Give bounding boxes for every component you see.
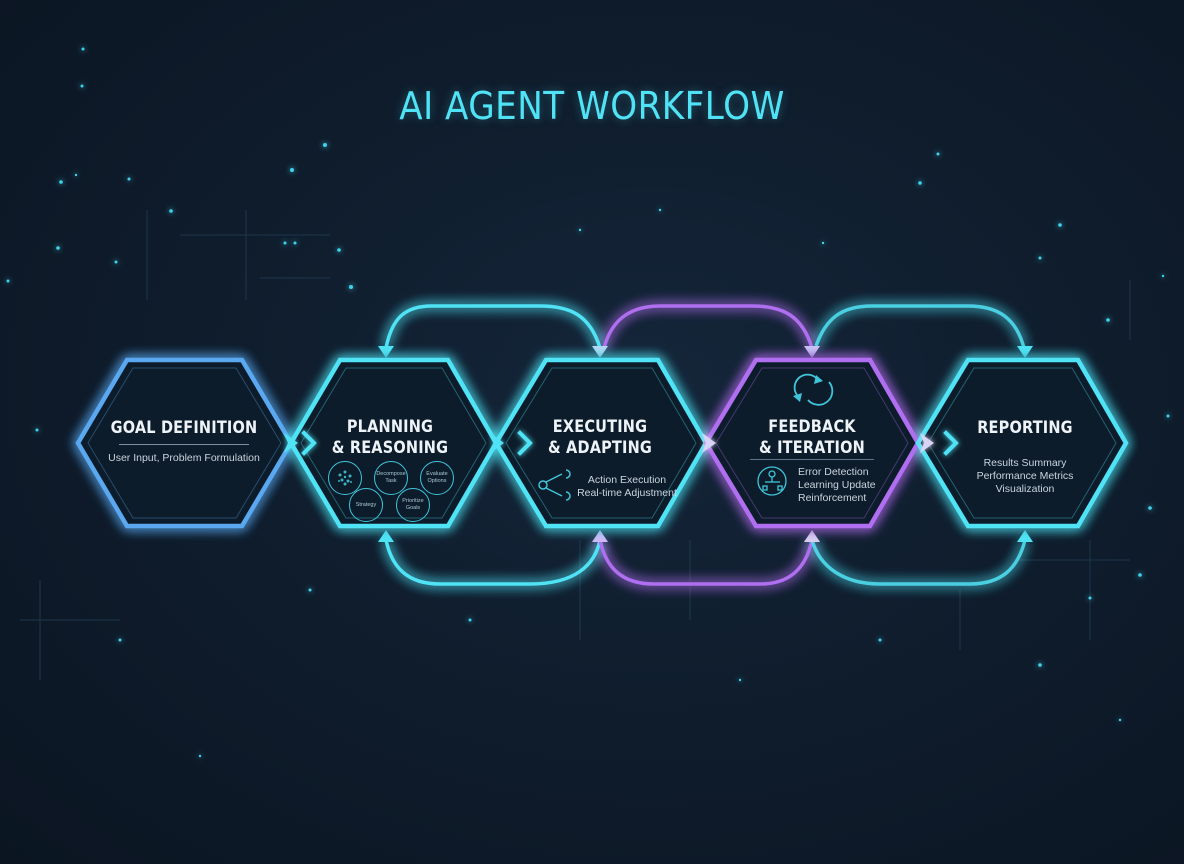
arrow-up-icon [1017,530,1033,542]
divider [750,459,874,460]
cycle-arrows-icon [793,373,834,406]
detail-line: Performance Metrics [976,470,1074,482]
chevron-right-icon [490,430,533,456]
page-title: AI AGENT WORKFLOW [399,84,785,128]
step-details: Error Detection Learning Update Reinforc… [798,466,888,505]
arrow-up-icon [804,530,820,542]
detail-line: Error Detection [798,466,869,478]
chevron-right-icon [920,430,959,456]
step-title-line2: & ITERATION [759,438,865,457]
arrow-down-icon [804,346,820,358]
arc-top-exec-to-planning [384,304,602,349]
arrow-up-icon [378,530,394,542]
arc-top-feedback-to-exec [602,304,814,349]
arrow-up-icon [592,530,608,542]
chevron-right-icon [284,430,317,456]
chevron-right-icon [702,433,716,453]
step-title: GOAL DEFINITION [110,418,258,437]
arc-bottom-feedback-to-reporting [810,539,1027,586]
circuit-lines [20,210,1131,680]
planning-option-4: Prioritize Goals [396,488,430,522]
step-details: Action Execution Real-time Adjustment [572,474,682,500]
step-planning-reasoning: PLANNING & REASONING [310,416,470,458]
hexagon-reporting [915,357,1129,529]
arrow-down-icon [1017,346,1033,358]
step-title-line2: & REASONING [331,438,449,457]
step-goal-definition: GOAL DEFINITION User Input, Problem Form… [92,417,276,465]
planning-option-1: Decompose Task [374,461,408,495]
step-title-line1: PLANNING [346,417,434,436]
flowchart-icon [757,466,787,496]
top-arcs [384,304,1026,349]
bottom-arrowheads [378,530,1033,542]
step-executing-adapting: EXECUTING & ADAPTING [520,416,680,458]
step-reporting: REPORTING [945,417,1105,438]
detail-line: Real-time Adjustment [577,487,677,499]
step-title-line1: EXECUTING [552,417,648,436]
share-nodes-icon [538,469,571,501]
arc-bottom-planning-to-exec [384,539,602,586]
arrow-down-icon [378,346,394,358]
step-title-line2: & ADAPTING [547,438,653,457]
step-title-line1: FEEDBACK [768,417,856,436]
step-detail: User Input, Problem Formulation [108,452,260,464]
detail-line: Results Summary [983,457,1067,469]
planning-option-3: Strategy [349,488,383,522]
detail-line: Action Execution [587,474,667,486]
divider [119,444,249,445]
step-feedback-iteration: FEEDBACK & ITERATION [732,416,892,458]
top-arrowheads [378,346,1033,358]
network-icon [328,461,362,495]
planning-option-2: Evaluate Options [420,461,454,495]
detail-line: Learning Update [798,479,876,491]
arrow-down-icon [592,346,608,358]
bottom-arcs [384,539,1027,586]
arc-top-feedback-to-reporting [814,304,1026,349]
step-details: Results Summary Performance Metrics Visu… [955,457,1095,496]
arc-bottom-exec-to-feedback [598,539,814,586]
detail-line: Visualization [995,483,1055,495]
detail-line: Reinforcement [798,492,867,504]
step-title: REPORTING [977,418,1073,437]
